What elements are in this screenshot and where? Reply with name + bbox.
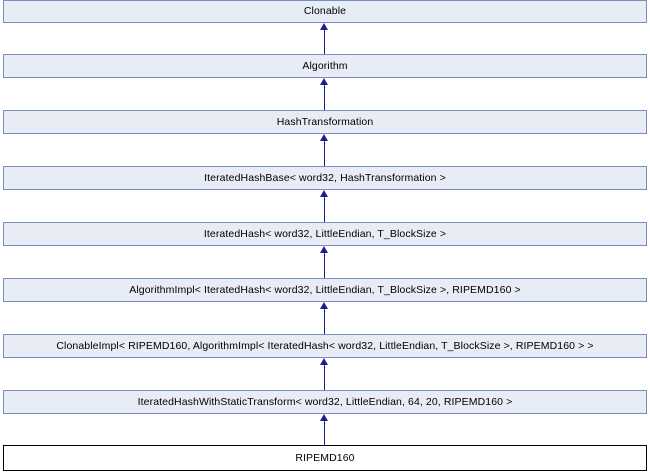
class-node-label: IteratedHash< word32, LittleEndian, T_Bl… bbox=[203, 227, 447, 240]
arrowhead-up-icon bbox=[320, 190, 328, 197]
class-node-label: IteratedHashWithStaticTransform< word32,… bbox=[137, 395, 513, 408]
class-node-iterated-hash-base[interactable]: IteratedHashBase< word32, HashTransforma… bbox=[3, 166, 647, 190]
inheritance-arrow-clonable-impl-to-algorithm-impl bbox=[319, 302, 330, 334]
class-node-label: HashTransformation bbox=[276, 115, 374, 128]
class-node-label: IteratedHashBase< word32, HashTransforma… bbox=[204, 171, 446, 184]
class-node-label: Clonable bbox=[303, 5, 347, 18]
class-node-label: AlgorithmImpl< IteratedHash< word32, Lit… bbox=[129, 283, 521, 296]
inheritance-arrow-iterated-hash-to-iterated-hash-base bbox=[319, 190, 330, 222]
class-node-label: ClonableImpl< RIPEMD160, AlgorithmImpl< … bbox=[56, 339, 594, 352]
arrowhead-up-icon bbox=[320, 23, 328, 30]
arrowhead-up-icon bbox=[320, 134, 328, 141]
edge-line bbox=[324, 83, 325, 110]
inheritance-arrow-algorithm-impl-to-iterated-hash bbox=[319, 246, 330, 278]
inheritance-arrow-iterated-hash-with-static-transform-to-clonable-impl bbox=[319, 358, 330, 390]
edge-line bbox=[324, 139, 325, 166]
inheritance-arrow-algorithm-to-clonable bbox=[319, 23, 330, 54]
arrowhead-up-icon bbox=[320, 414, 328, 421]
arrowhead-up-icon bbox=[320, 246, 328, 253]
class-node-ripemd160[interactable]: RIPEMD160 bbox=[3, 445, 647, 471]
edge-line bbox=[324, 251, 325, 278]
edge-line bbox=[324, 363, 325, 390]
class-node-iterated-hash-with-static-transform[interactable]: IteratedHashWithStaticTransform< word32,… bbox=[3, 390, 647, 414]
arrowhead-up-icon bbox=[320, 302, 328, 309]
inheritance-arrow-iterated-hash-base-to-hash-transformation bbox=[319, 134, 330, 166]
class-node-iterated-hash[interactable]: IteratedHash< word32, LittleEndian, T_Bl… bbox=[3, 222, 647, 246]
edge-line bbox=[324, 195, 325, 222]
class-node-algorithm-impl[interactable]: AlgorithmImpl< IteratedHash< word32, Lit… bbox=[3, 278, 647, 302]
edge-line bbox=[324, 307, 325, 334]
inheritance-arrow-hash-transformation-to-algorithm bbox=[319, 78, 330, 110]
class-node-algorithm[interactable]: Algorithm bbox=[3, 54, 647, 78]
class-node-clonable-impl[interactable]: ClonableImpl< RIPEMD160, AlgorithmImpl< … bbox=[3, 334, 647, 358]
arrowhead-up-icon bbox=[320, 78, 328, 85]
arrowhead-up-icon bbox=[320, 358, 328, 365]
class-node-label: Algorithm bbox=[302, 59, 348, 72]
edge-line bbox=[324, 419, 325, 445]
class-node-label: RIPEMD160 bbox=[295, 451, 355, 464]
edge-line bbox=[324, 28, 325, 54]
class-node-hash-transformation[interactable]: HashTransformation bbox=[3, 110, 647, 134]
inheritance-arrow-ripemd160-to-iterated-hash-with-static-transform bbox=[319, 414, 330, 445]
class-node-clonable[interactable]: Clonable bbox=[3, 0, 647, 23]
